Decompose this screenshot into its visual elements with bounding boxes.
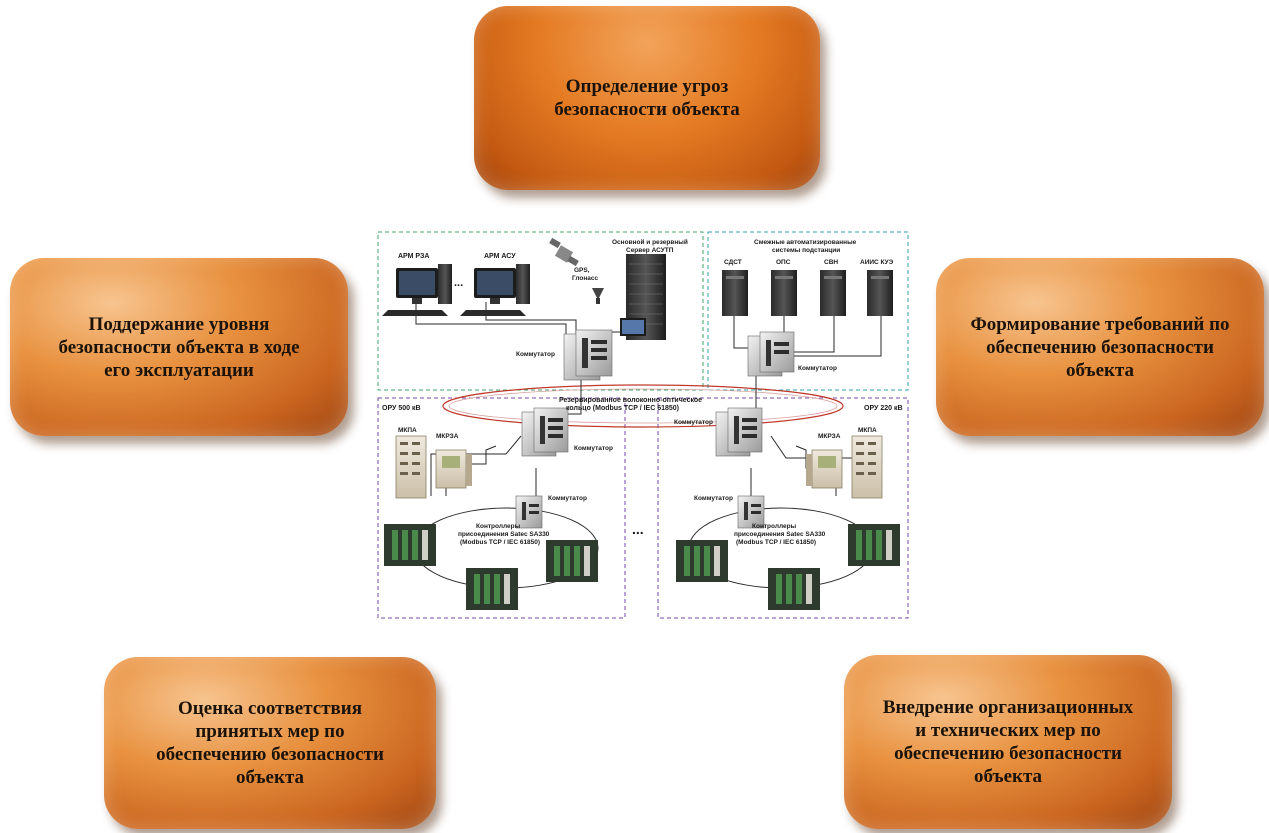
workstation-asu-icon	[460, 264, 530, 316]
controller-220-b-icon	[768, 568, 820, 610]
label-oru-220: ОРУ 220 кВ	[864, 405, 903, 412]
controller-500-a-icon	[384, 524, 436, 566]
gps-antenna-icon	[592, 288, 604, 304]
label-sdst: СДСТ	[724, 259, 742, 266]
controller-500-b-icon	[466, 568, 518, 610]
box-bottom-left-text: Оценка соответствия принятых мер по обес…	[156, 698, 384, 788]
label-mkpa-220: МКПА	[858, 427, 877, 434]
fiber-ring	[442, 384, 844, 428]
box-measures-implementation: Внедрение организационных и технических …	[844, 655, 1172, 829]
label-ops: ОПС	[776, 259, 791, 266]
server-rack-icon	[620, 254, 666, 340]
fiber-ring-inner	[448, 388, 838, 424]
cabinet-mkpa-500-icon	[395, 435, 427, 499]
controller-220-a-icon	[676, 540, 728, 582]
network-scheme: АРМ РЗА АРМ АСУ ... GPS, Глонасс Основно…	[377, 231, 909, 619]
label-ring-2: кольцо (Modbus TCP / IEC 61850)	[566, 405, 679, 412]
controller-500-c-icon	[546, 540, 598, 582]
label-controllers220-3: (Modbus TCP / IEC 61850)	[736, 539, 816, 546]
workstation-rza-icon	[382, 264, 452, 316]
cabinet-mkrza-220-icon	[806, 449, 843, 489]
box-requirements-formation: Формирование требований по обеспечению б…	[936, 258, 1264, 436]
label-switch-core: Коммутатор	[516, 351, 555, 358]
switch-bay-220-icon	[737, 495, 765, 529]
cabinet-mkpa-220-icon	[851, 435, 883, 499]
label-gps: GPS,	[574, 267, 590, 274]
label-mkpa-500: МКПА	[398, 427, 417, 434]
label-mkrza-220: МКРЗА	[818, 433, 841, 440]
label-controllers220-2: присоединения Satec SA330	[734, 531, 826, 538]
label-ellipsis-middle: ...	[632, 521, 644, 537]
label-server-1: Основной и резервный	[612, 238, 688, 246]
satellite-icon	[549, 237, 579, 267]
label-glonass: Глонасс	[572, 275, 599, 282]
box-left-text: Поддержание уровня безопасности объекта …	[58, 313, 300, 381]
box-threat-identification: Определение угроз безопасности объекта	[474, 6, 820, 190]
label-aiis: АИИС КУЭ	[860, 259, 894, 266]
label-adjacent-2: системы подстанции	[772, 247, 840, 254]
switch-bay-500-icon	[515, 495, 543, 529]
label-switch-oru500: Коммутатор	[574, 445, 613, 452]
label-arm-asu: АРМ АСУ	[484, 253, 516, 260]
switch-oru500-icon	[521, 407, 569, 457]
zone-oru-500	[377, 397, 626, 619]
box-security-maintenance: Поддержание уровня безопасности объекта …	[10, 258, 348, 436]
label-ring-1: Резервированное волоконно-оптическое	[559, 397, 702, 404]
label-oru-500: ОРУ 500 кВ	[382, 405, 421, 412]
box-bottom-right-text: Внедрение организационных и технических …	[882, 697, 1134, 787]
box-top-text: Определение угроз безопасности объекта	[554, 76, 740, 120]
label-switch-bay220: Коммутатор	[694, 495, 733, 502]
label-server-2: Сервер АСУТП	[626, 247, 674, 254]
cabinet-mkrza-500-icon	[435, 449, 472, 489]
switch-oru220-icon	[715, 407, 763, 457]
label-switch-adjacent: Коммутатор	[798, 365, 837, 372]
label-controllers220-1: Контроллеры	[752, 523, 797, 530]
zone-control-room	[377, 231, 704, 391]
label-controllers500-3: (Modbus TCP / IEC 61850)	[460, 539, 540, 546]
label-switch-oru220: Коммутатор	[674, 419, 713, 426]
label-adjacent-1: Смежные автоматизированные	[754, 239, 857, 246]
label-switch-bay500: Коммутатор	[548, 495, 587, 502]
zone-adjacent-systems	[707, 231, 909, 391]
switch-core-icon	[563, 329, 613, 381]
label-svn: СВН	[824, 259, 838, 266]
label-controllers500-2: присоединения Satec SA330	[458, 531, 550, 538]
server-sdst-icon	[722, 270, 748, 316]
box-right-text: Формирование требований по обеспечению б…	[970, 313, 1230, 381]
server-aiis-icon	[867, 270, 893, 316]
server-svn-icon	[820, 270, 846, 316]
server-ops-icon	[771, 270, 797, 316]
label-controllers500-1: Контроллеры	[476, 523, 521, 530]
controller-220-c-icon	[848, 524, 900, 566]
label-arm-rza: АРМ РЗА	[398, 253, 429, 260]
box-compliance-assessment: Оценка соответствия принятых мер по обес…	[104, 657, 436, 829]
switch-adjacent-icon	[747, 331, 795, 377]
label-mkrza-500: МКРЗА	[436, 433, 459, 440]
zone-oru-220	[657, 397, 909, 619]
label-ellipsis-top: ...	[454, 277, 463, 289]
